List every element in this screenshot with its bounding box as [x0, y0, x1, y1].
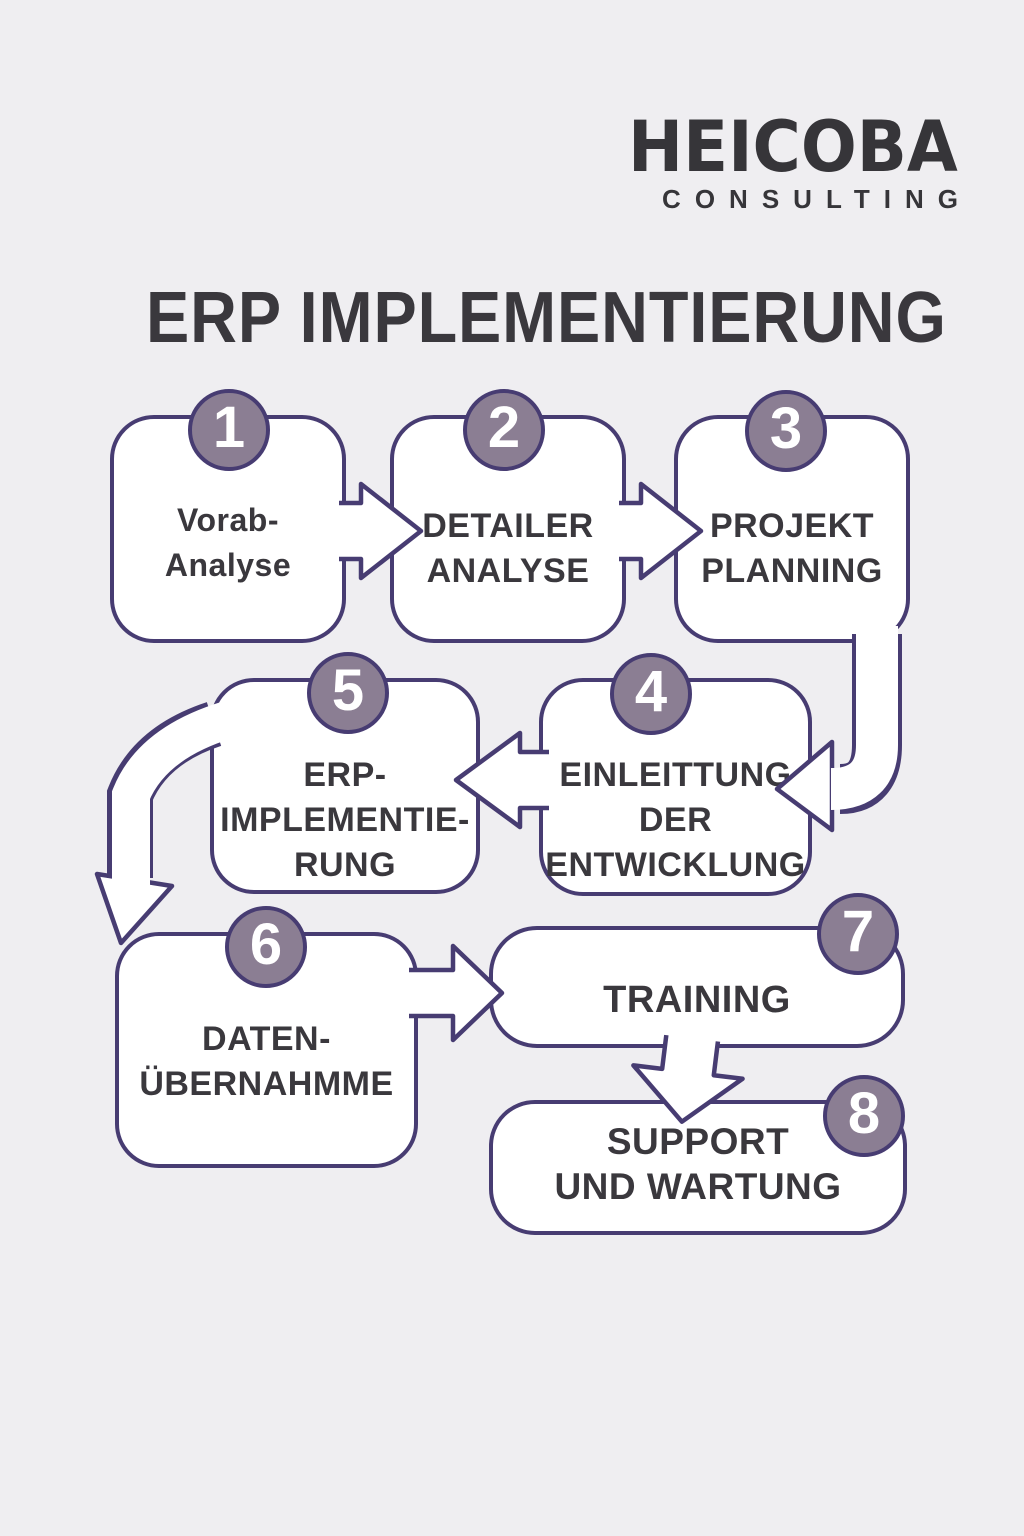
step-label: DETAILER ANALYSE	[422, 507, 594, 590]
step-badge-8: 8	[823, 1075, 905, 1157]
step-label: TRAINING	[603, 978, 791, 1021]
brand-logo: HEICOBA CONSULTING	[607, 112, 958, 214]
step-label: PROJEKT PLANNING	[701, 507, 883, 590]
step-badge-4: 4	[610, 653, 692, 735]
brand-name: HEICOBA	[628, 106, 958, 188]
arrow-5-6-pipe	[107, 702, 222, 878]
step-badge-6: 6	[225, 906, 307, 988]
step-label: Vorab-Analyse	[164, 502, 292, 583]
brand-tagline: CONSULTING	[662, 184, 972, 214]
step-label: DATEN- ÜBERNAHMME	[139, 1020, 394, 1103]
arrow-3-4-pipe	[838, 634, 902, 814]
arrow-3-4-pipe-fill	[830, 626, 898, 810]
step-label: SUPPORT UND WARTUNG	[554, 1120, 842, 1207]
step-badge-5: 5	[307, 652, 389, 734]
page-title: ERP IMPLEMENTIERUNG	[146, 278, 947, 358]
step-badge-1: 1	[188, 389, 270, 471]
step-badge-2: 2	[463, 389, 545, 471]
step-badge-7: 7	[817, 893, 899, 975]
step-badge-3: 3	[745, 390, 827, 472]
step-label: EINLEITTUNG DER ENTWICKLUNG	[545, 755, 806, 884]
step-label: ERP- IMPLEMENTIE- RUNG	[220, 755, 470, 884]
